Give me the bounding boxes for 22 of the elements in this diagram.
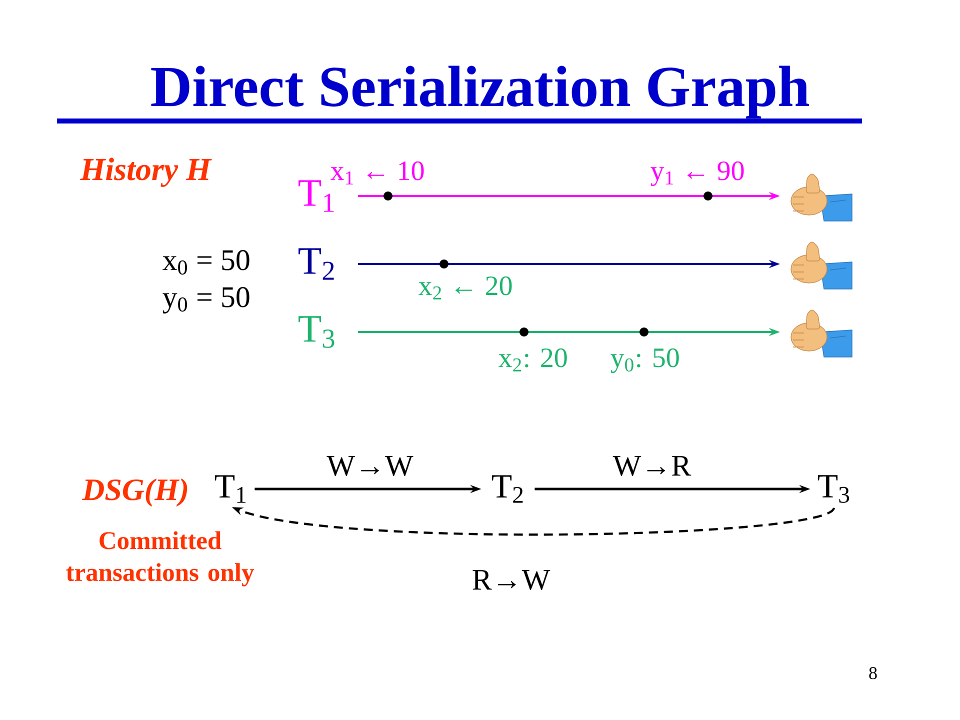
edge-label: R→W (470, 568, 552, 592)
page-number: 8 (869, 667, 877, 680)
operation-label: y$_{1}$ ← 90 (650, 161, 744, 186)
node-label: T$_{3}$ (818, 475, 850, 503)
node-label: T$_{1}$ (214, 475, 246, 503)
node-label: T$_{2}$ (492, 475, 523, 503)
title: Direct Serialization Graph (151, 66, 809, 118)
section-label: History H (80, 158, 212, 187)
operation-label: x$_{2}$ ← 20 (418, 276, 512, 300)
edge-label: W→W (325, 454, 415, 478)
thumbs-up-picture (790, 242, 852, 290)
edge-label: W→R (611, 454, 693, 478)
initial-value: x$_{0}$ = 50 (162, 250, 250, 275)
section-label: DSG(H) (82, 478, 188, 507)
thumbs-up-picture (790, 174, 852, 222)
initial-value: y$_{0}$ = 50 (162, 287, 250, 314)
timeline-label: T$_{2}$ (298, 248, 334, 280)
operation-label: y$_{0}$: 50 (610, 348, 679, 374)
operation-label: x$_{2}$: 20 (498, 348, 567, 372)
thumbs-up-picture (790, 310, 852, 358)
note-text: Committed transactions only (66, 531, 254, 586)
timeline-label: T$_{3}$ (298, 316, 334, 348)
